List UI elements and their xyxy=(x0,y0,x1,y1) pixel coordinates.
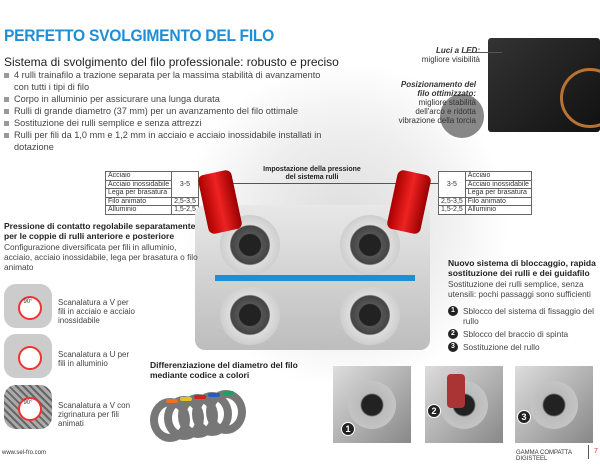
step-photo-3: 3 xyxy=(515,366,593,443)
led-leader-line xyxy=(462,52,502,53)
product-name: GAMMA COMPATTA DIGISTEEL xyxy=(516,450,572,462)
pressure-section-title: Pressione di contatto regolabile separat… xyxy=(4,221,196,241)
value: 2,5-3,5 xyxy=(438,196,466,206)
color-code-mark xyxy=(180,397,192,401)
footer-divider xyxy=(588,445,589,459)
groove-text: Scanalatura a V con zigrinatura per fili… xyxy=(58,401,131,428)
step-3: 3 Sostituzione del rullo xyxy=(448,342,598,352)
knurled-v-groove-icon: 90° xyxy=(4,385,52,429)
wire-position-zoom xyxy=(438,92,486,140)
feature-item: Sostituzione dei rulli semplice e senza … xyxy=(4,117,324,129)
roller-ring xyxy=(150,398,190,442)
step-photo-2: 2 xyxy=(425,366,503,443)
material: Acciaio inossidabile xyxy=(104,179,173,189)
feature-item: 4 rulli trainafilo a trazione separata p… xyxy=(4,69,324,93)
page-number: 7 xyxy=(594,448,598,455)
step-number: 2 xyxy=(448,329,458,339)
color-code-mark xyxy=(194,395,206,399)
page-title: PERFETTO SVOLGIMENTO DEL FILO xyxy=(4,26,275,45)
material: Lega per brasatura xyxy=(464,188,532,198)
feed-roller xyxy=(340,285,400,345)
position-text: migliore stabilità dell'arco e ridotta v… xyxy=(398,98,476,125)
material: Acciaio inossidabile xyxy=(464,179,532,189)
material: Filo animato xyxy=(464,196,532,206)
wire-guide xyxy=(215,275,415,281)
material: Alluminio xyxy=(104,205,173,215)
color-code-mark xyxy=(166,399,178,403)
value: 3-5 xyxy=(171,171,199,198)
pressure-section: Pressione di contatto regolabile separat… xyxy=(4,221,199,272)
step-list: 1 Sblocco del sistema di fissaggio del ru… xyxy=(448,303,598,352)
u-groove-icon xyxy=(4,334,52,378)
step-text: Sostituzione del rullo xyxy=(463,342,540,352)
step-number: 3 xyxy=(448,342,458,352)
color-code-mark xyxy=(208,393,220,397)
pressure-section-text: Configurazione diversificata per fili in… xyxy=(4,242,198,272)
step-text: Sblocco del sistema di fissaggio del rul… xyxy=(463,306,594,326)
feature-list: 4 rulli trainafilo a trazione separata p… xyxy=(4,69,324,153)
value: 1,5-2,5 xyxy=(438,205,466,215)
step-text: Sblocco del braccio di spinta xyxy=(463,329,569,339)
subtitle: Sistema di svolgimento del filo professi… xyxy=(4,55,339,69)
led-title: Luci a LED: xyxy=(435,46,480,55)
step-photo-1: 1 xyxy=(333,366,411,443)
position-note: Posizionamento del filo ottimizzato:migl… xyxy=(398,80,476,125)
step-number: 1 xyxy=(448,306,458,316)
pressure-label: Impostazione della pressione del sistema… xyxy=(263,166,361,181)
value: 2,5-3,5 xyxy=(171,196,199,206)
step-2: 2 Sblocco del braccio di spinta xyxy=(448,329,598,339)
step-photo-number: 1 xyxy=(341,422,355,436)
material: Acciaio xyxy=(464,171,532,181)
feature-item: Rulli per fili da 1,0 mm e 1,2 mm in acc… xyxy=(4,129,324,153)
pressure-leader-line xyxy=(196,183,438,184)
material: Acciaio xyxy=(104,171,173,181)
groove-text: Scanalatura a V per fili in acciaio e ac… xyxy=(58,298,135,325)
material: Filo animato xyxy=(104,196,173,206)
v-groove-icon: 90° xyxy=(4,284,52,328)
material: Alluminio xyxy=(464,205,532,215)
material: Lega per brasatura xyxy=(104,188,173,198)
led-text: migliore visibilità xyxy=(421,55,480,64)
locking-text: Sostituzione dei rulli semplice, senza u… xyxy=(448,279,591,299)
feed-roller xyxy=(220,285,280,345)
locking-title: Nuovo sistema di bloccaggio, rapida sost… xyxy=(448,258,596,278)
diameter-title: Differenziazione del diametro del filo m… xyxy=(150,360,298,380)
machine-detail-photo xyxy=(488,38,600,132)
position-title: Posizionamento del filo ottimizzato: xyxy=(400,80,476,98)
led-note: Luci a LED:migliore visibilità xyxy=(400,46,480,64)
step-photo-number: 2 xyxy=(427,404,441,418)
feature-item: Corpo in alluminio per assicurare una lu… xyxy=(4,93,324,105)
groove-angle: 90° xyxy=(23,299,33,305)
feature-item: Rulli di grande diametro (37 mm) per un … xyxy=(4,105,324,117)
step-photo-number: 3 xyxy=(517,410,531,424)
groove-angle: 90° xyxy=(23,400,33,406)
groove-text: Scanalatura a U per fili in alluminio xyxy=(58,350,130,368)
website: www.sel-fro.com xyxy=(2,450,47,456)
value: 3-5 xyxy=(438,171,466,198)
locking-section: Nuovo sistema di bloccaggio, rapida sost… xyxy=(448,258,598,352)
step-1: 1 Sblocco del sistema di fissaggio del ru… xyxy=(448,306,598,326)
color-code-mark xyxy=(222,391,234,395)
